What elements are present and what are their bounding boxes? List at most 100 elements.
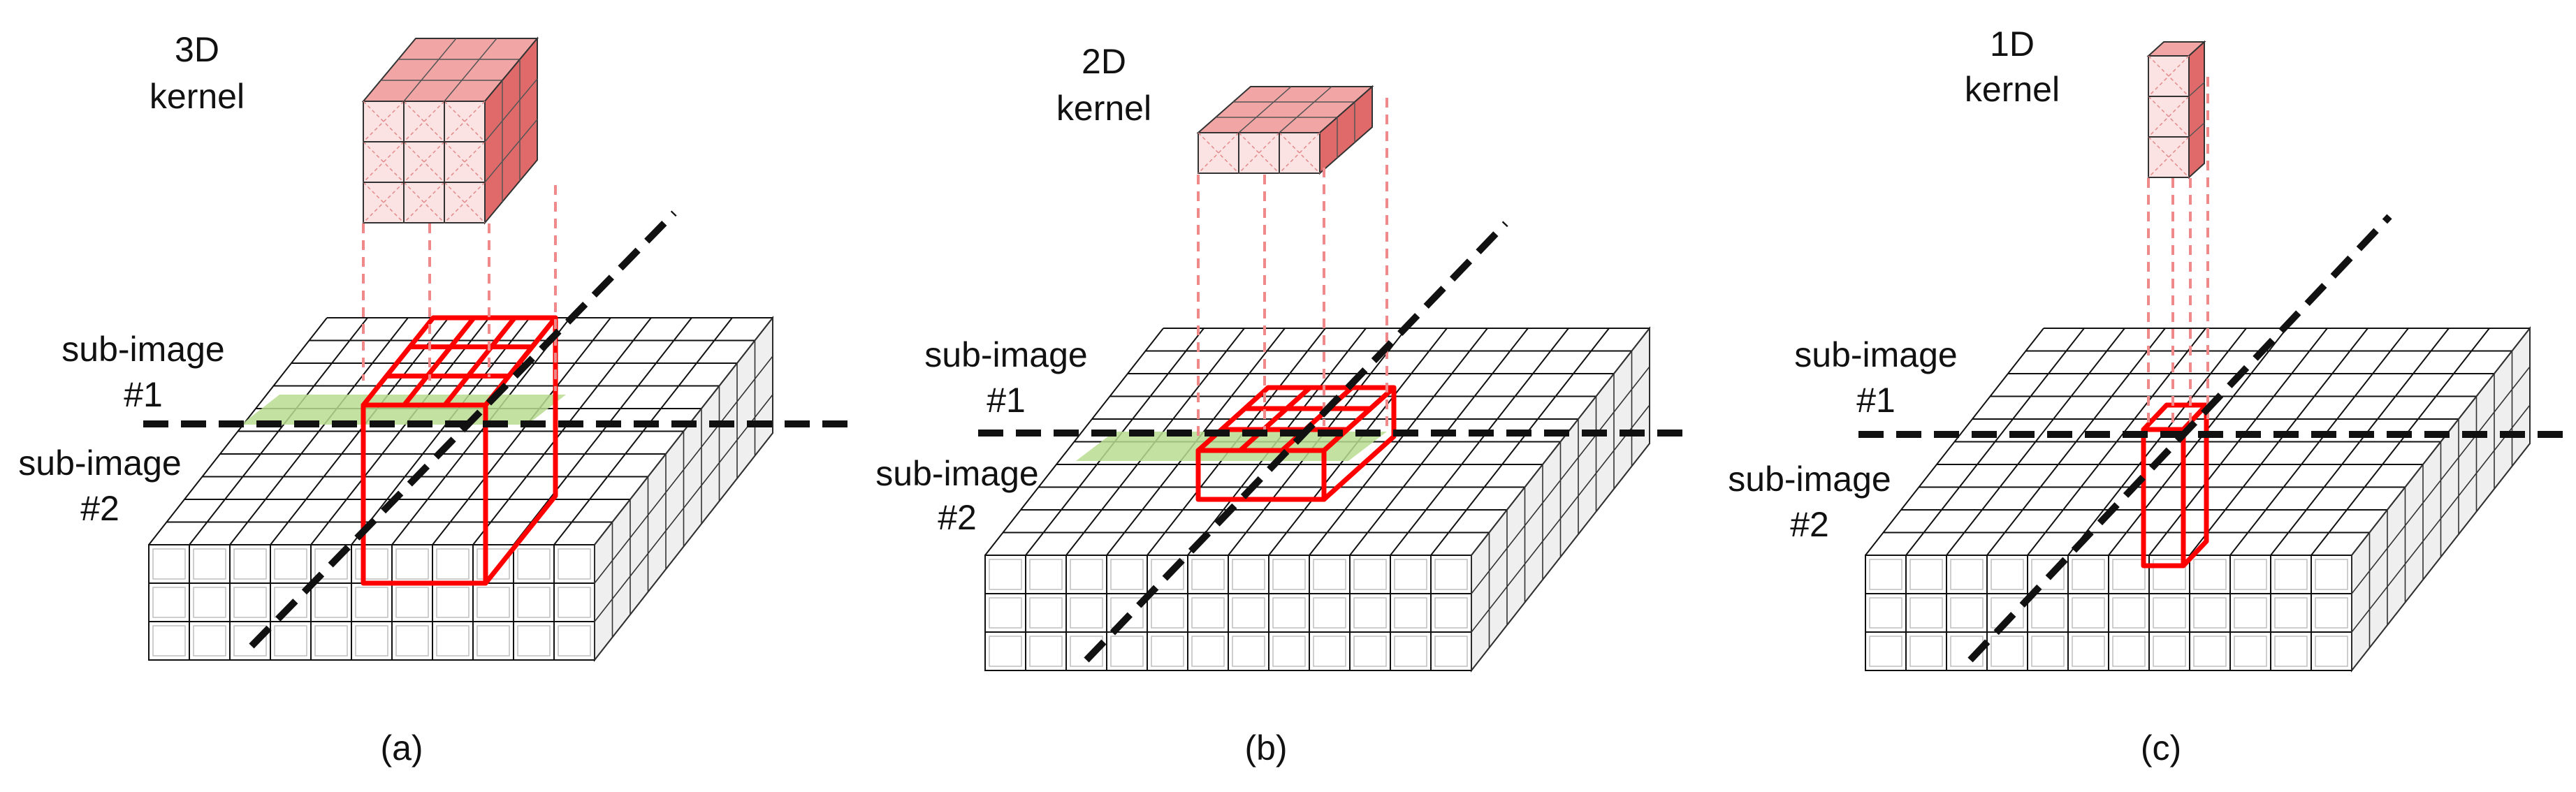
cell-inner: [1151, 636, 1184, 667]
cell-inner: [1394, 636, 1427, 667]
cell-inner: [1313, 597, 1346, 629]
cell-inner: [1434, 559, 1468, 590]
cell-inner: [274, 548, 307, 580]
sub-image-1-label-line2: #1: [987, 381, 1026, 420]
cell-inner: [1151, 597, 1184, 629]
cell-inner: [2274, 597, 2308, 629]
cell-inner: [2274, 636, 2308, 667]
cell-inner: [1191, 559, 1225, 590]
volume-front-face: [148, 544, 595, 661]
sub-image-2-label-line1: sub-image: [875, 454, 1038, 493]
cell-inner: [436, 587, 470, 618]
cell-inner: [2193, 636, 2227, 667]
kernel-line: [403, 38, 457, 102]
projection-lines: [362, 185, 557, 391]
kernel-hatch: [444, 101, 486, 142]
cell-inner: [989, 597, 1022, 629]
kernel-front-face: [363, 101, 486, 223]
cell-inner: [2315, 559, 2348, 590]
kernel-hatch: [403, 141, 445, 183]
panel-caption: (b): [1244, 728, 1287, 768]
kernel-hatch: [363, 101, 405, 142]
depth-axis: [1967, 214, 2392, 663]
cell-inner: [1191, 636, 1225, 667]
grid-line: [1471, 443, 1650, 671]
selection-side: [2181, 402, 2209, 569]
cell-inner: [1869, 636, 1902, 667]
cell-inner: [1353, 559, 1387, 590]
cell-inner: [2031, 559, 2065, 590]
grid-line: [594, 432, 773, 661]
cell-inner: [1909, 636, 1943, 667]
cell-inner: [2153, 559, 2186, 590]
cell-inner: [1272, 559, 1306, 590]
sub-image-1-label-line2: #1: [1856, 381, 1895, 420]
kernel-hatch: [444, 101, 486, 142]
cell-inner: [517, 548, 551, 580]
panel-a: 3D kernel sub-image #1 sub-image #2 (a): [18, 30, 859, 768]
panel-b: 2D kernel sub-image #1 sub-image #2 (b): [875, 42, 1694, 768]
cell-inner: [1232, 559, 1265, 590]
cell-inner: [314, 587, 348, 618]
kernel-hatch: [363, 182, 405, 223]
cell-inner: [2072, 597, 2105, 629]
kernel-hatch: [2148, 55, 2190, 97]
kernel-hatch: [2148, 55, 2190, 97]
cell-inner: [2274, 559, 2308, 590]
cell-inner: [558, 587, 591, 618]
cell-inner: [517, 587, 551, 618]
cell-inner: [1272, 636, 1306, 667]
cell-inner: [2112, 559, 2146, 590]
kernel-hatch: [444, 182, 486, 223]
cell-inner: [355, 587, 388, 618]
kernel-line: [444, 38, 497, 102]
cell-inner: [1353, 597, 1387, 629]
cell-inner: [233, 625, 267, 657]
kernel-hatch: [1238, 132, 1280, 174]
cell-inner: [395, 625, 429, 657]
kernel-line: [1238, 86, 1292, 133]
grid-line: [2351, 366, 2531, 594]
kernel-2d: [1196, 85, 1374, 175]
kernel-line: [1279, 86, 1332, 133]
kernel-line: [484, 119, 538, 183]
cell-inner: [1232, 597, 1265, 629]
cell-inner: [558, 625, 591, 657]
projection-lines: [1197, 98, 1388, 440]
cell-inner: [1029, 636, 1063, 667]
grid-line: [594, 394, 773, 622]
kernel-hatch: [444, 141, 486, 183]
kernel-hatch: [363, 141, 405, 183]
kernel-hatch: [1198, 132, 1239, 174]
cell-inner: [2315, 597, 2348, 629]
cell-inner: [314, 548, 348, 580]
projection-lines: [2147, 77, 2209, 426]
cell-inner: [233, 587, 267, 618]
panel-caption: (c): [2141, 728, 2181, 768]
cell-inner: [1394, 559, 1427, 590]
cell-inner: [1029, 559, 1063, 590]
cell-inner: [558, 548, 591, 580]
cell-inner: [1909, 559, 1943, 590]
kernel-hatch: [2148, 96, 2190, 138]
kernel-hatch: [363, 182, 405, 223]
cell-inner: [1272, 597, 1306, 629]
cell-inner: [395, 587, 429, 618]
cell-inner: [395, 548, 429, 580]
cell-inner: [436, 625, 470, 657]
cell-inner: [193, 587, 226, 618]
sub-image-1-label-line2: #1: [124, 375, 163, 414]
kernel-label-line2: kernel: [1056, 89, 1151, 128]
selection-line: [402, 316, 476, 407]
cell-inner: [1110, 597, 1144, 629]
cell-inner: [1909, 597, 1943, 629]
cell-inner: [476, 587, 510, 618]
grid-line: [594, 317, 773, 545]
cell-inner: [233, 548, 267, 580]
cell-inner: [1313, 559, 1346, 590]
cell-inner: [1394, 597, 1427, 629]
cell-inner: [1434, 636, 1468, 667]
overlap-region: [241, 395, 566, 425]
grid-line: [594, 355, 773, 584]
